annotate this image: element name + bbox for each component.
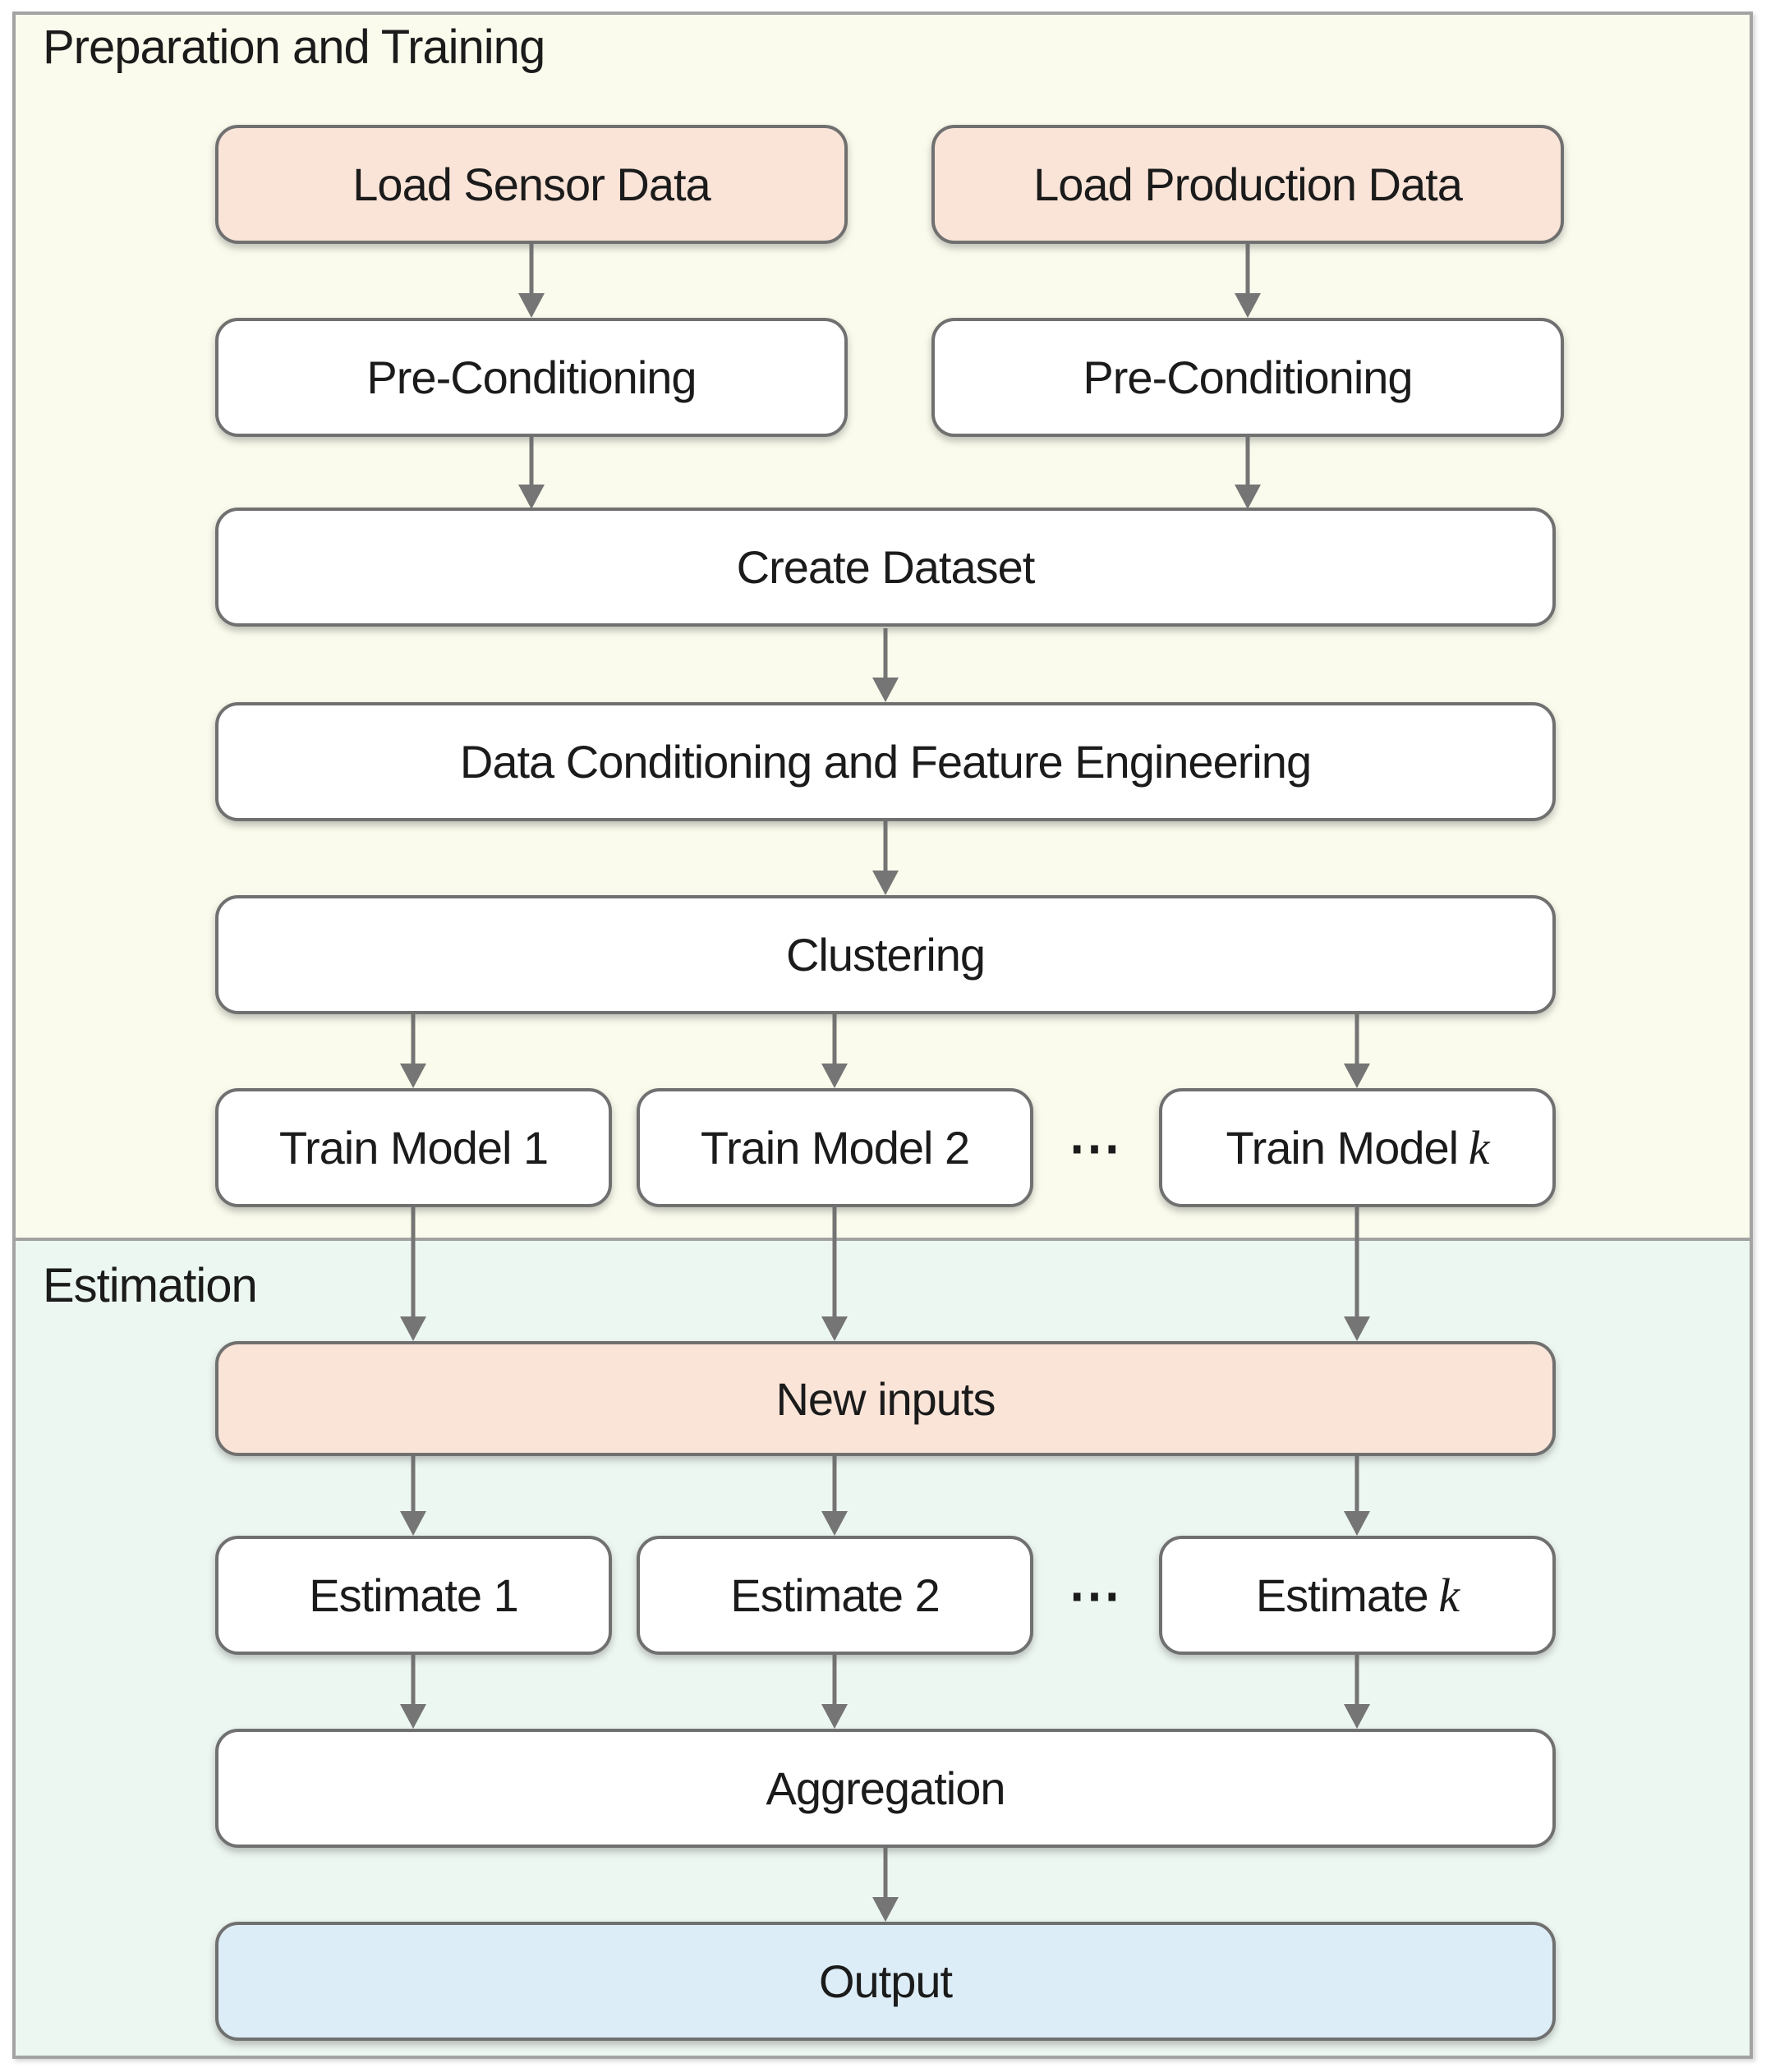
- arrow-aggregation-to-output: [872, 1848, 899, 1922]
- arrow-new-inputs-to-estimate-1: [400, 1456, 426, 1536]
- node-preconditioning-sensor: Pre-Conditioning: [215, 318, 848, 437]
- arrow-new-inputs-to-estimate-2: [821, 1456, 848, 1536]
- node-clustering: Clustering: [215, 895, 1556, 1014]
- node-label: Train Model 2: [700, 1122, 970, 1174]
- ellipsis-train-models: ⋯: [1068, 1118, 1124, 1177]
- arrow-train-model-2-to-new-inputs: [821, 1207, 848, 1341]
- arrow-estimate-k-to-aggregation: [1344, 1655, 1370, 1729]
- arrow-estimate-1-to-aggregation: [400, 1655, 426, 1729]
- node-label: Aggregation: [766, 1762, 1005, 1814]
- node-label: Estimate: [1255, 1569, 1429, 1621]
- node-label: Create Dataset: [736, 541, 1036, 593]
- node-new-inputs: New inputs: [215, 1341, 1556, 1456]
- arrow-preconditioning-right-to-create-dataset: [1235, 437, 1261, 509]
- arrow-new-inputs-to-estimate-k: [1344, 1456, 1370, 1536]
- node-label: Estimate 1: [309, 1569, 519, 1621]
- arrow-load-production-to-preconditioning: [1235, 244, 1261, 318]
- node-label: Train Model 1: [278, 1122, 549, 1174]
- node-label: New inputs: [775, 1372, 996, 1425]
- arrow-load-sensor-to-preconditioning: [518, 244, 545, 318]
- node-train-model-1: Train Model 1: [215, 1088, 612, 1207]
- node-label-variable: k: [1438, 1569, 1460, 1622]
- node-label: Pre-Conditioning: [366, 351, 697, 403]
- node-data-conditioning-feature-engineering: Data Conditioning and Feature Engineerin…: [215, 702, 1556, 821]
- arrow-clustering-to-train-model-1: [400, 1014, 426, 1088]
- node-load-sensor-data: Load Sensor Data: [215, 125, 848, 244]
- node-preconditioning-production: Pre-Conditioning: [931, 318, 1564, 437]
- arrow-train-model-1-to-new-inputs: [400, 1207, 426, 1341]
- node-label: Load Production Data: [1033, 159, 1463, 210]
- node-load-production-data: Load Production Data: [931, 125, 1564, 244]
- section-title-preparation-and-training: Preparation and Training: [43, 21, 545, 74]
- arrow-create-dataset-to-feature-engineering: [872, 628, 899, 702]
- arrow-train-model-k-to-new-inputs: [1344, 1207, 1370, 1341]
- ellipsis-estimates: ⋯: [1068, 1565, 1124, 1624]
- node-output: Output: [215, 1922, 1556, 2041]
- node-estimate-2: Estimate 2: [637, 1536, 1033, 1655]
- node-label: Output: [818, 1955, 953, 2007]
- section-title-estimation: Estimation: [43, 1259, 258, 1312]
- arrow-preconditioning-left-to-create-dataset: [518, 437, 545, 509]
- node-label: Train Model: [1226, 1122, 1459, 1174]
- node-label: Load Sensor Data: [352, 159, 711, 210]
- node-estimate-1: Estimate 1: [215, 1536, 612, 1655]
- arrow-clustering-to-train-model-k: [1344, 1014, 1370, 1088]
- node-label: Data Conditioning and Feature Engineerin…: [459, 736, 1312, 788]
- node-aggregation: Aggregation: [215, 1729, 1556, 1848]
- node-label: Pre-Conditioning: [1083, 351, 1413, 403]
- node-create-dataset: Create Dataset: [215, 508, 1556, 627]
- node-train-model-2: Train Model 2: [637, 1088, 1033, 1207]
- arrow-feature-engineering-to-clustering: [872, 821, 899, 895]
- node-label: Clustering: [785, 929, 986, 981]
- node-label-variable: k: [1468, 1121, 1490, 1174]
- node-label: Estimate 2: [730, 1569, 940, 1621]
- arrow-clustering-to-train-model-2: [821, 1014, 848, 1088]
- arrow-estimate-2-to-aggregation: [821, 1655, 848, 1729]
